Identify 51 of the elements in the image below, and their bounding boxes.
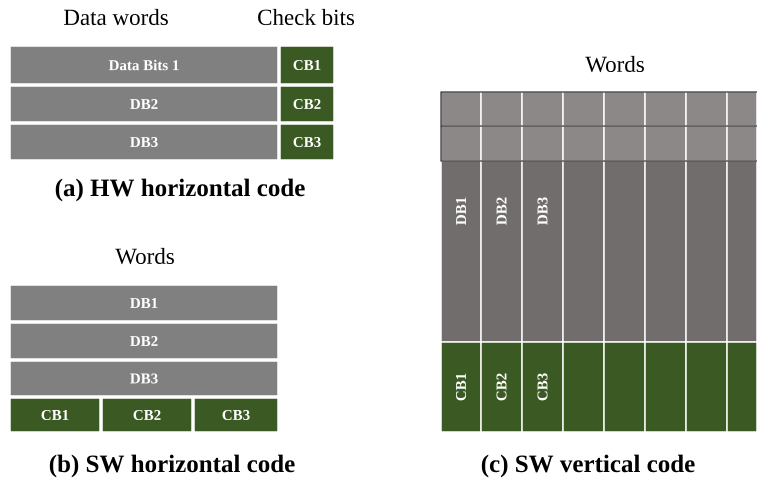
header-cell [562,125,605,162]
check-cell: CB3 [193,397,279,433]
check-cell [685,341,728,433]
header-cell [480,91,523,127]
check-cell: CB1 [9,397,101,433]
data-cell [603,160,646,343]
data-cell [726,160,757,343]
heading: Data words [64,8,168,26]
check-cell: CB3 [279,123,335,161]
header-cell [644,125,687,162]
heading: Check bits [258,8,354,26]
header-cell [726,125,757,162]
header-cell [685,125,728,162]
check-cell [726,341,757,433]
header-cell [521,91,564,127]
data-cell: DB1 [440,160,482,343]
data-cell: DB3 [521,160,564,343]
header-cell [440,125,482,162]
heading: Words [585,56,644,72]
caption: (c) SW vertical code [482,454,695,478]
header-cell [685,91,728,127]
header-cell [480,125,523,162]
data-cell [685,160,728,343]
data-cell: DB3 [9,360,279,397]
caption: (b) SW horizontal code [50,454,295,478]
check-cell: CB2 [279,85,335,123]
data-cell: DB1 [9,284,279,322]
check-cell: CB1 [279,45,335,85]
check-cell: CB2 [480,341,523,433]
check-cell: CB1 [440,341,482,433]
header-cell [603,91,646,127]
data-cell: DB2 [480,160,523,343]
check-cell [603,341,646,433]
data-cell [644,160,687,343]
data-cell: DB2 [9,85,279,123]
data-cell [562,160,605,343]
caption: (a) HW horizontal code [56,178,305,202]
check-cell: CB2 [101,397,193,433]
header-cell [726,91,757,127]
header-cell [440,91,482,127]
data-cell: DB3 [9,123,279,161]
header-cell [603,125,646,162]
check-cell [644,341,687,433]
check-cell: CB3 [521,341,564,433]
check-cell [562,341,605,433]
header-cell [562,91,605,127]
header-cell [644,91,687,127]
data-cell: DB2 [9,322,279,360]
data-cell: Data Bits 1 [9,45,279,85]
heading: Words [115,248,174,264]
header-cell [521,125,564,162]
